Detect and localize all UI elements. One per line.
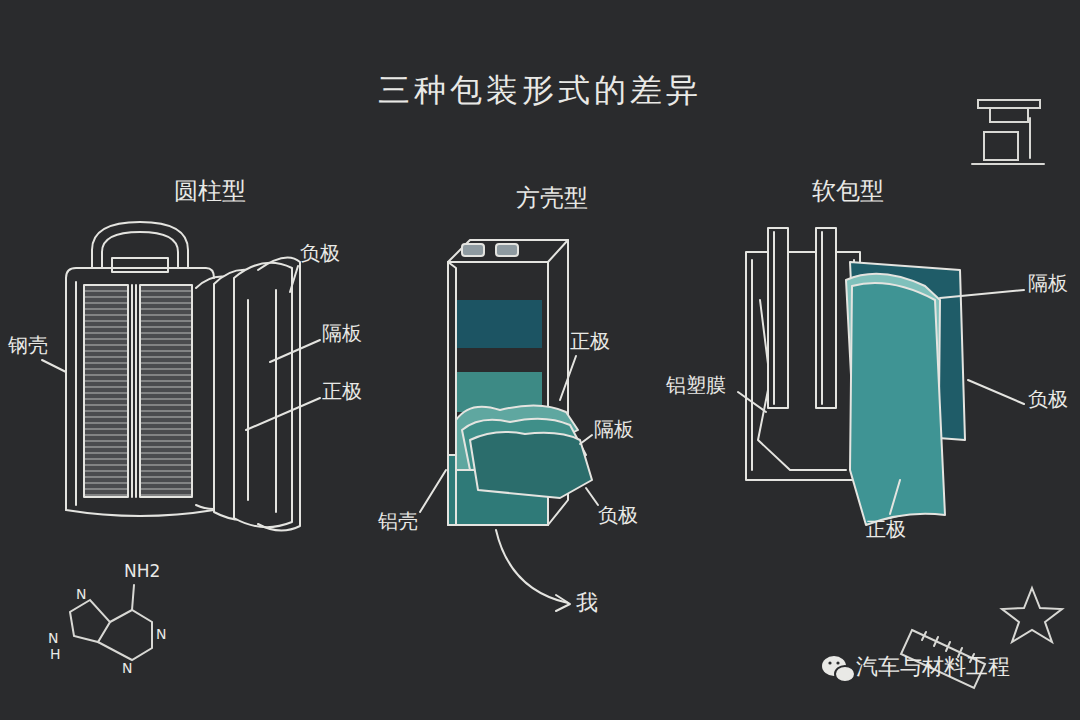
chemical-label: N (48, 630, 58, 646)
part-label: 隔板 (322, 322, 362, 345)
chemical-label: N (76, 586, 86, 602)
part-label: 正极 (322, 380, 362, 403)
part-label: 铝壳 (378, 510, 418, 533)
prismatic-cell (420, 240, 598, 611)
part-label: 隔板 (594, 418, 634, 441)
chemical-label: N (122, 660, 132, 676)
title: 三种包装形式的差异 (378, 72, 702, 109)
part-label: 铝塑膜 (666, 374, 726, 397)
part-label: 负极 (300, 242, 340, 265)
wechat-icon (822, 656, 855, 682)
part-label: 正极 (570, 330, 610, 353)
chalk-doodles (70, 100, 1062, 688)
part-label: 正极 (866, 518, 906, 541)
section-heading: 方壳型 (516, 185, 588, 213)
cylinder-cell (42, 222, 320, 531)
part-label: 负极 (1028, 388, 1068, 411)
chemical-label: H (50, 646, 61, 662)
part-label: 隔板 (1028, 272, 1068, 295)
chemical-label: NH2 (124, 562, 160, 582)
section-heading: 软包型 (812, 178, 884, 206)
part-label: 钢壳 (8, 334, 48, 357)
watermark: 汽车与材料工程 (856, 654, 1010, 679)
note: 我 (576, 590, 598, 615)
part-label: 负极 (598, 504, 638, 527)
pouch-cell (738, 228, 1024, 525)
section-heading: 圆柱型 (174, 178, 246, 206)
chemical-label: N (156, 626, 166, 642)
